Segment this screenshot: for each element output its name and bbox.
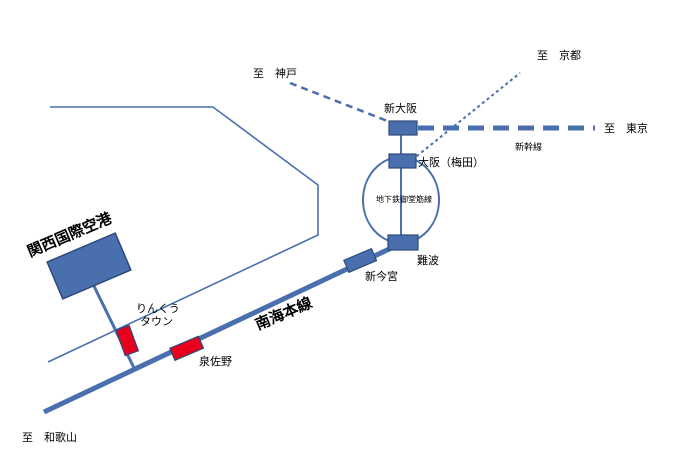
- line-to-kyoto: [411, 72, 521, 161]
- label-namba: 難波: [417, 254, 439, 267]
- label-shin-imamiya: 新今宮: [365, 269, 398, 283]
- nankai-main-line: [42, 240, 404, 415]
- airport-connector-line: [90, 281, 137, 371]
- airport-building: [46, 232, 132, 300]
- label-shinkansen: 新幹線: [515, 141, 542, 153]
- coast-line-outer: [47, 106, 319, 363]
- line-to-kobe: [289, 81, 391, 124]
- label-rinku-town-2: タウン: [140, 315, 173, 328]
- label-izumisano: 泉佐野: [199, 354, 232, 368]
- label-to-tokyo: 至 東京: [604, 121, 648, 135]
- label-to-kobe: 至 神戸: [253, 66, 297, 80]
- label-rinku-town-1: りんくう: [136, 302, 180, 315]
- station-rinku-town: [115, 324, 140, 357]
- label-shin-osaka: 新大阪: [384, 101, 417, 115]
- station-izumisano: [169, 335, 205, 362]
- label-to-wakayama: 至 和歌山: [22, 430, 77, 444]
- label-osaka: 大阪（梅田）: [418, 155, 484, 169]
- station-namba: [387, 234, 419, 251]
- coastline: [47, 106, 319, 363]
- station-osaka: [388, 153, 417, 169]
- label-to-kyoto: 至 京都: [537, 48, 581, 62]
- label-subway: 地下鉄御堂筋線: [376, 194, 432, 204]
- station-shin-imamiya: [343, 247, 378, 274]
- station-shin-osaka: [388, 120, 418, 136]
